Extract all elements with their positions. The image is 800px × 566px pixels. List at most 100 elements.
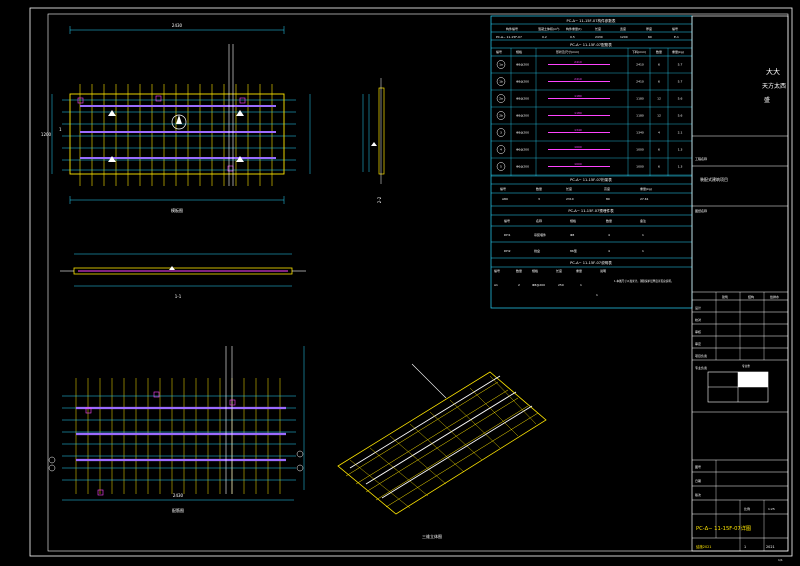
rebar-cell-id: 5 — [500, 165, 502, 169]
rebar-cell-len: 2410 — [574, 77, 582, 81]
component-h0: 构件编号 — [506, 26, 518, 31]
section-2-2-view: 2-2 — [362, 78, 385, 203]
rebar-cell-qty: 12 — [657, 114, 661, 118]
rebar-cell-spec: Φ6@200 — [516, 165, 529, 169]
rebar-cell-cut: 1000 — [636, 165, 644, 169]
stamp-label-c: 给排水 — [770, 294, 779, 299]
rebar-cell-spec: Φ8@200 — [516, 80, 529, 84]
date-value: 2021 — [766, 545, 775, 549]
rebar-id-circle — [496, 162, 506, 171]
ver-value: 1 — [744, 545, 746, 549]
sheet-label: 图纸名称 — [695, 208, 707, 213]
rebar-cell-spec: Φ8@200 — [516, 63, 529, 67]
rebar-cell-spec: Φ8@200 — [516, 114, 529, 118]
project-value: 装配式建筑项目 — [700, 176, 728, 182]
embed-r1-c0: DH2 — [504, 249, 511, 253]
company-name: 大大 — [766, 67, 780, 76]
rebar-cell-wt: 2.1 — [678, 131, 683, 135]
truss-v2: 2310 — [566, 197, 574, 201]
component-table-title: PC-Δ− 11-15F-07构件参数表 — [567, 18, 616, 23]
embed-h2: 规格 — [570, 218, 576, 223]
truss-v3: 80 — [606, 197, 610, 201]
rebar-cell-len: 1000 — [574, 162, 582, 166]
component-v6: E-1 — [674, 35, 679, 39]
embed-r0-c1: 吊装埋件 — [534, 232, 546, 237]
ver-label: 版次 — [695, 492, 701, 497]
rebar-id-circle — [496, 145, 506, 154]
embed-r0-c3: 4 — [608, 233, 610, 237]
rebar-id-circle — [496, 94, 506, 103]
figure-no-label: 图号 — [695, 464, 701, 469]
rebar-cell-qty: 6 — [658, 63, 660, 67]
truss-v1: 3 — [538, 197, 540, 201]
note-v2: Φ8@200 — [532, 283, 545, 287]
rebar-cell-id: 4 — [500, 148, 502, 152]
truss-h0: 编号 — [500, 186, 506, 191]
component-v5: 60 — [648, 35, 652, 39]
company-name-2: 天方太西 — [762, 82, 786, 90]
rebar-cell-id: 3 — [500, 131, 502, 135]
component-v1: 0.2 — [542, 35, 547, 39]
outer-frame — [29, 7, 793, 557]
note-h2: 规格 — [532, 268, 538, 273]
note-h0: 编号 — [494, 268, 500, 273]
rebar-cell-len: 1340 — [574, 128, 582, 132]
component-v2: 0.5 — [570, 35, 575, 39]
component-h1: 混凝土体积(m³) — [538, 26, 559, 31]
note-v0: A1 — [494, 283, 498, 287]
plan-dim-side: 1200 — [41, 132, 52, 137]
rebar-cell-wt: 5.7 — [678, 80, 683, 84]
note-h4: 重量 — [576, 268, 582, 273]
rebar-cell-len: 2410 — [574, 60, 582, 64]
component-v3: 2430 — [595, 35, 603, 39]
embed-r1-c3: 4 — [608, 249, 610, 253]
rebar-cell-cut: 1000 — [636, 148, 644, 152]
rebar-cell-len: 1180 — [574, 94, 582, 98]
note-h3: 长度 — [556, 268, 562, 273]
rebar-h4: 数量 — [656, 49, 662, 54]
embed-r0-c0: DH1 — [504, 233, 511, 237]
tb-row-5: 专业负责 — [695, 365, 707, 370]
tb-row-3: 审定 — [695, 341, 701, 346]
note-text: 1.本图尺寸以毫米计。钢筋保护层厚度详见总说明。 — [614, 279, 674, 283]
stamp-label-a: 建筑 — [722, 294, 728, 299]
truss-h4: 重量(kg) — [640, 186, 652, 191]
tb-row-0: 设计 — [695, 305, 701, 310]
rebar-cell-qty: 6 — [658, 148, 660, 152]
tb-row-4: 项目负责 — [695, 353, 707, 358]
stamp-label-b: 结构 — [748, 294, 754, 299]
embed-h0: 编号 — [504, 218, 510, 223]
truss-h2: 长度 — [566, 186, 572, 191]
rebar-cell-cut: 1180 — [636, 114, 644, 118]
title-block: 大大 天方太西 盛 工程名称 装配式建筑项目 图纸名称 建筑 结构 给排水 设计… — [691, 15, 789, 562]
tb-row-2: 审核 — [695, 329, 701, 334]
note-v3: 250 — [558, 283, 564, 287]
component-h4: 宽度 — [620, 26, 626, 31]
rebar-cell-wt: 5.6 — [678, 97, 683, 101]
component-v0: PC-Δ− 11-15F-07 — [496, 35, 522, 39]
note-table-title: PC-Δ− 11-15F-07说明表 — [570, 260, 612, 265]
rebar-cell-id: 1b — [499, 80, 503, 84]
rebar-cell-cut: 1340 — [636, 131, 644, 135]
rebar-cell-wt: 5.7 — [678, 63, 683, 67]
rebar-h3: 下料(mm) — [632, 49, 646, 54]
rebar-cell-spec: Φ6@200 — [516, 148, 529, 152]
rebar-cell-len: 1180 — [574, 111, 582, 115]
component-v4: 1200 — [620, 35, 628, 39]
plan-dim-top: 2430 — [172, 23, 183, 28]
note-v4: 1 — [580, 283, 582, 287]
truss-v4: 27.61 — [640, 197, 649, 201]
rebar-id-circle — [496, 60, 506, 69]
embed-table-title: PC-Δ− 11-15F-07预埋件表 — [568, 208, 614, 213]
component-h2: 构件重量(t) — [566, 26, 582, 31]
truss-h3: 高度 — [604, 186, 610, 191]
rebar-h5: 重量(kg) — [672, 49, 684, 54]
isometric-view: 三维立体图 — [337, 363, 547, 539]
note-h1: 数量 — [516, 268, 522, 273]
drawing-number: PC-Δ− 11-15F-07详图 — [696, 524, 751, 532]
